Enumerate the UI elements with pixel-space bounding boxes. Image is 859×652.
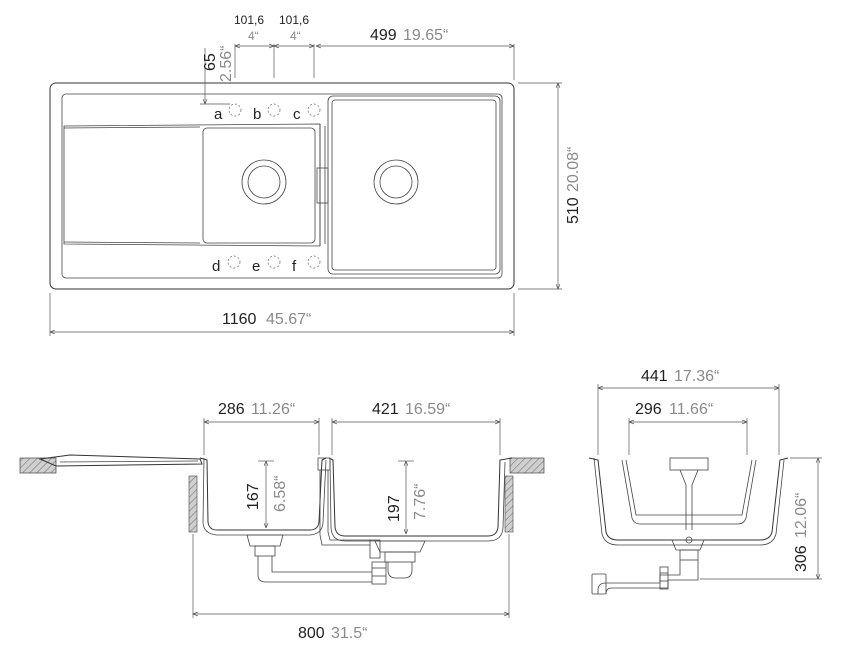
main-bowl-width-in: 19.65“ <box>403 27 448 44</box>
width-mm: 1160 <box>222 311 257 328</box>
large-bowl-width-in: 16.59“ <box>405 401 450 418</box>
side-height-in: 12.06“ <box>793 493 810 538</box>
overflow-fitting <box>317 457 331 471</box>
depth-mm: 510 <box>565 197 582 224</box>
side-outer-width-mm: 441 <box>641 368 668 385</box>
small-bowl-width-mm: 286 <box>218 401 245 418</box>
cabinet-side-right <box>504 475 514 533</box>
tap-hole-b <box>267 103 281 117</box>
tap-hole-label-a: a <box>214 106 223 123</box>
side-overflow <box>669 457 709 471</box>
small-bowl-drain <box>241 159 287 205</box>
tap-hole-label-e: e <box>252 258 260 275</box>
sink-outline <box>49 82 515 290</box>
hole-spacing-2-mm: 101,6 <box>279 13 309 27</box>
tap-hole-c <box>307 103 321 117</box>
small-bowl-width-in: 11.26“ <box>251 401 295 418</box>
large-bowl-width-mm: 421 <box>372 401 399 418</box>
hole-spacing-1-mm: 101,6 <box>234 13 264 27</box>
small-bowl-depth-mm: 167 <box>245 483 262 510</box>
overflow <box>316 167 329 204</box>
tap-hole-label-b: b <box>253 106 261 123</box>
side-height-mm: 306 <box>793 545 810 572</box>
large-bowl-drain <box>373 159 419 205</box>
tap-hole-label-d: d <box>212 258 220 275</box>
large-bowl-depth-mm: 197 <box>386 495 403 522</box>
drainer-profile <box>38 454 203 467</box>
width-in: 45.67“ <box>266 311 311 328</box>
side-inner-width-in: 11.66“ <box>669 401 713 418</box>
hole-offset-mm: 65 <box>202 53 219 71</box>
worktop-right <box>509 457 545 474</box>
small-bowl-section <box>199 457 327 531</box>
cabinet-side-left <box>188 475 198 533</box>
tap-hole-d <box>227 255 241 269</box>
side-outer-width-in: 17.36“ <box>674 368 719 385</box>
large-bowl-section <box>328 457 513 537</box>
front-section: 286 11.26“ 421 16.59“ 167 6.58“ 197 7.76… <box>19 401 545 642</box>
hole-offset-in: 2.56“ <box>218 46 235 82</box>
tap-hole-label-c: c <box>293 106 301 123</box>
top-view: a b c d e f 65 2.56“ 101,6 4“ 101,6 4“ 4… <box>49 13 582 336</box>
cabinet-width-in: 31.5“ <box>331 625 367 642</box>
hole-spacing-1-in: 4“ <box>248 29 259 43</box>
worktop-left <box>19 457 57 474</box>
side-bowl-inner <box>621 459 757 525</box>
cabinet-width-mm: 800 <box>298 625 325 642</box>
side-section: 441 17.36“ 296 11.66“ 306 12.06“ <box>588 368 822 595</box>
side-inner-width-mm: 296 <box>635 401 662 418</box>
large-bowl <box>327 95 501 275</box>
hole-spacing-2-in: 4“ <box>290 29 301 43</box>
tap-hole-f <box>307 255 321 269</box>
tap-hole-label-f: f <box>292 258 297 275</box>
side-outlet <box>591 573 607 595</box>
drainer-board <box>63 123 321 247</box>
small-bowl <box>202 127 316 244</box>
tap-hole-a <box>228 103 242 117</box>
tap-hole-e <box>267 255 281 269</box>
small-bowl-depth-in: 6.58“ <box>272 476 289 512</box>
sink-rim <box>61 93 503 279</box>
depth-in: 20.08“ <box>565 147 582 192</box>
large-bowl-depth-in: 7.76“ <box>412 484 429 520</box>
main-bowl-width-mm: 499 <box>370 27 397 44</box>
